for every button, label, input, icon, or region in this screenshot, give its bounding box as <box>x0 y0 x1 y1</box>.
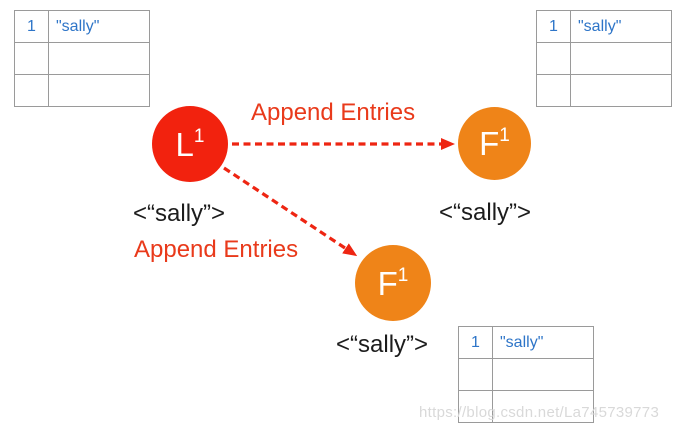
append-entries-label-bottom: Append Entries <box>134 236 299 263</box>
log-value-cell <box>492 358 594 391</box>
table-row <box>536 74 672 107</box>
follower2-node-term: 1 <box>397 264 409 286</box>
leader-node-term: 1 <box>193 125 205 147</box>
table-row <box>536 42 672 75</box>
follower1-node-letter: F <box>479 125 500 162</box>
table-row: 1 "sally" <box>458 326 594 359</box>
follower2-node-letter: F <box>377 264 398 302</box>
log-value-cell <box>570 74 672 107</box>
log-index-cell: 1 <box>14 10 49 43</box>
log-value-cell <box>48 74 150 107</box>
log-index-cell <box>14 74 49 107</box>
leader-log-table: 1 "sally" <box>14 10 150 107</box>
append-entries-label-top: Append Entries <box>251 99 416 126</box>
log-index-cell <box>536 42 571 75</box>
table-row <box>14 42 150 75</box>
log-value-cell <box>570 42 672 75</box>
log-index-cell <box>458 358 493 391</box>
table-row: 1 "sally" <box>14 10 150 43</box>
log-value-cell <box>48 42 150 75</box>
watermark-text: https://blog.csdn.net/La745739773 <box>419 404 660 421</box>
log-index-cell <box>14 42 49 75</box>
log-value-cell: "sally" <box>570 10 672 43</box>
log-value-cell: "sally" <box>48 10 150 43</box>
log-index-cell: 1 <box>458 326 493 359</box>
follower1-log-table: 1 "sally" <box>536 10 672 107</box>
table-row: 1 "sally" <box>536 10 672 43</box>
follower1-node-term: 1 <box>499 125 510 146</box>
log-value-cell: "sally" <box>492 326 594 359</box>
entry-label-leader: <“sally”> <box>133 200 226 227</box>
table-row <box>458 358 594 391</box>
table-row <box>14 74 150 107</box>
log-value-cell <box>492 390 594 423</box>
entry-label-follower2: <“sally”> <box>336 331 429 358</box>
log-index-cell: 1 <box>536 10 571 43</box>
entry-label-follower1: <“sally”> <box>439 199 532 226</box>
leader-node-letter: L <box>175 125 194 163</box>
follower2-log-table: 1 "sally" <box>458 326 594 423</box>
table-row <box>458 390 594 423</box>
log-index-cell <box>536 74 571 107</box>
